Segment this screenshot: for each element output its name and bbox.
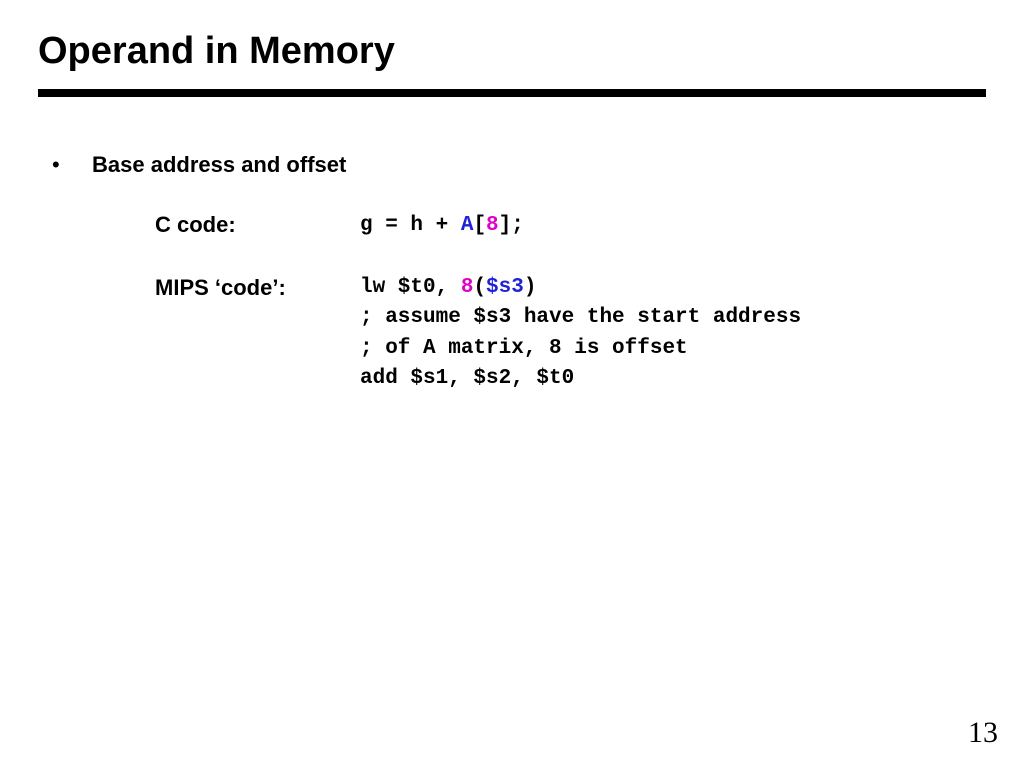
c-code-bracket-close: ]; <box>498 214 524 237</box>
c-code-index: 8 <box>486 214 499 237</box>
mips-code-line-1: lw $t0, 8($s3) <box>360 276 536 299</box>
mips-instruction-text: lw $t0, <box>360 276 461 299</box>
c-code-label: C code: <box>155 212 236 237</box>
c-code-text: g = h + <box>360 214 461 237</box>
slide-title: Operand in Memory <box>38 30 395 72</box>
c-code-line: g = h + A[8]; <box>360 214 524 237</box>
bullet-dot-icon: • <box>52 152 60 177</box>
c-code-bracket-open: [ <box>473 214 487 237</box>
mips-code-line-3: ; of A matrix, 8 is offset <box>360 337 688 360</box>
mips-code-line-2: ; assume $s3 have the start address <box>360 306 802 329</box>
mips-code-label: MIPS ‘code’: <box>155 275 286 300</box>
mips-paren-open: ( <box>473 276 487 299</box>
page-number: 13 <box>968 716 998 749</box>
mips-base-register: $s3 <box>486 276 524 299</box>
mips-code-line-4: add $s1, $s2, $t0 <box>360 367 575 390</box>
title-underline-rule <box>38 89 986 97</box>
mips-paren-close: ) <box>523 276 537 299</box>
c-code-array-name: A <box>460 214 474 237</box>
mips-offset: 8 <box>460 276 474 299</box>
bullet-text: Base address and offset <box>92 152 347 177</box>
